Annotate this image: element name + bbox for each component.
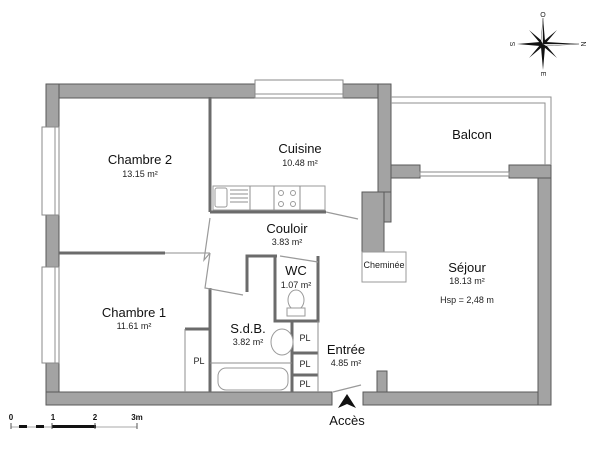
closet-label-2: PL <box>299 359 310 369</box>
room-couloir-area: 3.83 m² <box>272 237 303 247</box>
room-wc-area: 1.07 m² <box>281 280 312 290</box>
room-cuisine-name: Cuisine <box>278 141 321 156</box>
room-sdb-name: S.d.B. <box>230 321 265 336</box>
entrance-label: Accès <box>329 413 365 428</box>
toilet-icon <box>287 289 305 311</box>
room-chambre-1-area: 11.61 m² <box>117 321 152 331</box>
room-chambre-1-name: Chambre 1 <box>102 305 166 320</box>
compass-south-label: S <box>508 42 515 47</box>
kitchen-counter <box>212 185 326 211</box>
doors <box>203 211 362 393</box>
room-chambre-2-area: 13.15 m² <box>122 169 158 179</box>
closet-label-1: PL <box>299 333 310 343</box>
room-sejour-name: Séjour <box>448 260 486 275</box>
scale-tick-3m: 3m <box>131 413 143 422</box>
room-chambre-2-name: Chambre 2 <box>108 152 172 167</box>
room-entree-name: Entrée <box>327 342 365 357</box>
bathroom-fixtures <box>217 289 306 391</box>
scale-tick-1: 1 <box>51 413 56 422</box>
compass-north-label: N <box>581 41 588 46</box>
compass-east-label: E <box>539 72 546 77</box>
room-entree-area: 4.85 m² <box>331 358 362 368</box>
balcony-railing <box>391 96 552 165</box>
compass-rose-icon: O S N E <box>508 12 588 77</box>
scale-tick-2: 2 <box>93 413 98 422</box>
fireplace-box <box>361 251 407 283</box>
room-labels: Chambre 2 13.15 m² Cuisine 10.48 m² Balc… <box>102 127 494 368</box>
room-sejour-area: 18.13 m² <box>449 276 485 286</box>
bathtub-icon <box>217 367 289 391</box>
compass-west-label: O <box>540 12 546 19</box>
closet-label-3: PL <box>299 379 310 389</box>
sink-icon <box>270 328 294 356</box>
entrance-arrow-icon <box>338 394 356 408</box>
interior-walls <box>59 97 326 392</box>
outer-walls <box>45 83 552 406</box>
room-sdb-area: 3.82 m² <box>233 337 264 347</box>
room-wc-name: WC <box>285 263 307 278</box>
room-cuisine-area: 10.48 m² <box>282 158 318 168</box>
closet-label-chambre-1: PL <box>193 356 204 366</box>
windows <box>41 79 510 364</box>
room-balcon-name: Balcon <box>452 127 492 142</box>
room-sejour-ceiling-height: Hsp = 2,48 m <box>440 295 494 305</box>
fireplace-label: Cheminée <box>363 260 404 270</box>
scale-bar: 0 1 2 3m <box>9 413 143 429</box>
scale-tick-0: 0 <box>9 413 14 422</box>
room-couloir-name: Couloir <box>266 221 308 236</box>
fixture-labels: Cheminée PL PL PL PL <box>193 260 404 389</box>
